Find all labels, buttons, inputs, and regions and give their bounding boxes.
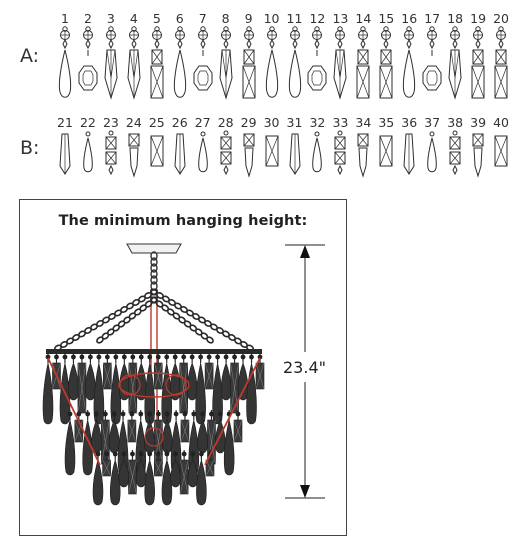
pendant-number-35: 35 — [378, 115, 395, 130]
pendant-39-icon — [468, 130, 488, 182]
pendant-30-icon — [262, 130, 282, 182]
pendant-number-1: 1 — [61, 11, 69, 26]
chandelier — [42, 243, 265, 506]
pendant-11-icon — [285, 26, 305, 106]
pendant-23-icon — [101, 130, 121, 182]
height-dimension-line — [285, 244, 325, 499]
pendant-number-39: 39 — [470, 115, 487, 130]
pendant-number-12: 12 — [309, 11, 326, 26]
pendant-number-13: 13 — [332, 11, 349, 26]
pendant-16-icon — [399, 26, 419, 106]
pendant-number-16: 16 — [401, 11, 418, 26]
pendant-31-icon — [285, 130, 305, 182]
pendant-number-31: 31 — [286, 115, 303, 130]
pendant-number-21: 21 — [57, 115, 73, 130]
pendant-number-26: 26 — [171, 115, 188, 130]
pendant-number-40: 40 — [493, 115, 509, 130]
pendant-number-8: 8 — [221, 11, 230, 26]
pendant-15-icon — [376, 26, 396, 106]
pendant-number-9: 9 — [244, 11, 253, 26]
pendant-4-icon — [124, 26, 144, 106]
panel-title: The minimum hanging height: — [58, 213, 308, 229]
pendant-number-4: 4 — [129, 11, 138, 26]
pendant-number-20: 20 — [493, 11, 509, 26]
row-a-label: A: — [20, 45, 40, 67]
pendant-22-icon — [78, 130, 98, 182]
pendant-number-34: 34 — [355, 115, 372, 130]
pendant-20-icon — [491, 26, 511, 106]
pendant-2-icon — [78, 26, 98, 106]
pendant-number-2: 2 — [83, 11, 92, 26]
pendant-28-icon — [216, 130, 236, 182]
pendant-number-7: 7 — [198, 11, 207, 26]
pendant-number-27: 27 — [194, 115, 211, 130]
pendant-27-icon — [193, 130, 213, 182]
pendant-8-icon — [216, 26, 236, 106]
pendant-number-38: 38 — [447, 115, 464, 130]
pendant-1-icon — [55, 26, 75, 106]
pendant-26-icon — [170, 130, 190, 182]
pendant-number-30: 30 — [263, 115, 280, 130]
hanging-height-panel: The minimum hanging height: — [19, 199, 347, 536]
pendant-24-icon — [124, 130, 144, 182]
pendant-12-icon — [307, 26, 327, 106]
pendant-37-icon — [422, 130, 442, 182]
pendant-36-icon — [399, 130, 419, 182]
pendant-14-icon — [353, 26, 373, 106]
pendant-9-icon — [239, 26, 259, 106]
pendant-7-icon — [193, 26, 213, 106]
pendant-number-24: 24 — [125, 115, 142, 130]
pendant-number-36: 36 — [401, 115, 418, 130]
pendant-25-icon — [147, 130, 167, 182]
pendant-number-29: 29 — [240, 115, 257, 130]
row-b-label: B: — [20, 137, 40, 159]
pendant-17-icon — [422, 26, 442, 106]
pendant-number-14: 14 — [355, 11, 372, 26]
pendant-10-icon — [262, 26, 282, 106]
pendant-33-icon — [330, 130, 350, 182]
pendant-number-37: 37 — [424, 115, 441, 130]
pendant-13-icon — [330, 26, 350, 106]
pendant-32-icon — [307, 130, 327, 182]
pendant-number-11: 11 — [286, 11, 303, 26]
pendant-number-3: 3 — [106, 11, 115, 26]
pendant-number-10: 10 — [263, 11, 280, 26]
pendant-number-33: 33 — [332, 115, 349, 130]
pendant-number-23: 23 — [102, 115, 119, 130]
pendant-number-18: 18 — [447, 11, 464, 26]
pendant-38-icon — [445, 130, 465, 182]
pendant-number-5: 5 — [152, 11, 161, 26]
pendant-19-icon — [468, 26, 488, 106]
pendant-number-19: 19 — [470, 11, 487, 26]
pendant-5-icon — [147, 26, 167, 106]
pendant-6-icon — [170, 26, 190, 106]
pendant-number-32: 32 — [309, 115, 326, 130]
pendant-40-icon — [491, 130, 511, 182]
pendant-34-icon — [353, 130, 373, 182]
pendant-number-28: 28 — [217, 115, 234, 130]
pendant-number-25: 25 — [148, 115, 165, 130]
pendant-number-22: 22 — [79, 115, 96, 130]
pendant-number-17: 17 — [424, 11, 441, 26]
pendant-18-icon — [445, 26, 465, 106]
pendant-21-icon — [55, 130, 75, 182]
pendant-35-icon — [376, 130, 396, 182]
pendant-3-icon — [101, 26, 121, 106]
pendant-number-15: 15 — [378, 11, 395, 26]
hanging-height-value: 23.4" — [283, 358, 326, 377]
pendant-29-icon — [239, 130, 259, 182]
pendant-number-6: 6 — [175, 11, 184, 26]
